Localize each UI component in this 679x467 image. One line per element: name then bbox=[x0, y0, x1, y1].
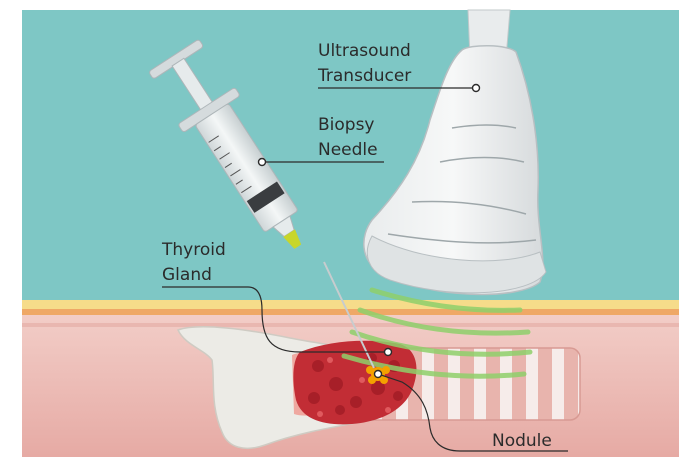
transducer-label-line-2: Transducer bbox=[317, 66, 411, 86]
thyroid-label-line-1: Thyroid bbox=[161, 240, 226, 260]
needle-label-line-2: Needle bbox=[318, 140, 378, 160]
needle-label-line-1: Biopsy bbox=[318, 115, 375, 135]
needle-dot bbox=[259, 159, 266, 166]
transducer-label-line-1: Ultrasound bbox=[318, 41, 411, 61]
skin-layer-yellow bbox=[22, 300, 679, 309]
skin-layer-orange bbox=[22, 309, 679, 315]
nodule-dot bbox=[375, 371, 382, 378]
thyroid-dot bbox=[385, 349, 392, 356]
transducer-dot bbox=[473, 85, 480, 92]
thyroid-label-line-2: Gland bbox=[162, 265, 212, 285]
nodule-label: Nodule bbox=[492, 431, 552, 451]
